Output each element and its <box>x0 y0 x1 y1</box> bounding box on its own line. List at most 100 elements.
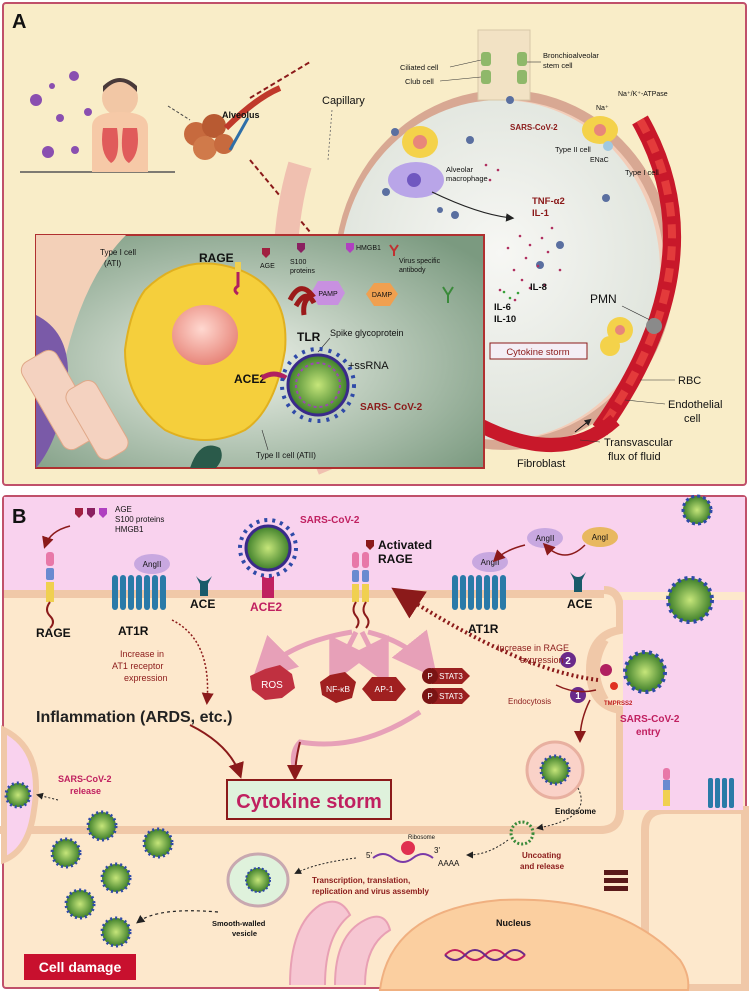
virus-ace2-top <box>238 518 298 598</box>
rage-receptor-left <box>46 552 54 629</box>
lung-right <box>121 128 138 163</box>
ap1-label: AP-1 <box>375 684 394 694</box>
extracellular-space <box>4 497 745 592</box>
smooth-label-1: Smooth-walled <box>212 919 266 928</box>
cytokine-dots <box>484 163 562 302</box>
sars-cov-2-label: SARS-CoV-2 <box>510 123 558 132</box>
hmgb1-marker <box>346 243 354 253</box>
rage-left-label: RAGE <box>36 626 71 640</box>
ribosome-label: Ribosome <box>408 835 436 841</box>
inset-sars-label: SARS- CoV-2 <box>360 402 423 413</box>
rna-strand <box>372 853 434 863</box>
ros-label: ROS <box>261 680 283 691</box>
inflammation-label: Inflammation (ARDS, etc.) <box>36 709 232 726</box>
type-ii-cell-label: Type II cell <box>555 145 591 154</box>
club-cell-label: Club cell <box>405 77 434 86</box>
il8-label: IL-8 <box>530 282 547 293</box>
person-illustration <box>20 78 175 173</box>
bronchioalveolar-label-2: stem cell <box>543 61 573 70</box>
uncoating-label-2: and release <box>520 862 565 871</box>
stat3-label-1: STAT3 <box>439 672 463 681</box>
panel-a-label: A <box>12 11 26 33</box>
panel-b-label: B <box>12 506 26 528</box>
il10-label: IL-10 <box>494 314 516 325</box>
inset-s100-label-1: S100 <box>290 259 306 266</box>
pamp-hexagon <box>311 281 345 305</box>
capillary-right <box>592 115 681 436</box>
rbc-label: RBC <box>678 375 701 387</box>
inset-virus <box>280 347 356 423</box>
step-2-label: 2 <box>565 656 571 667</box>
inset-panel: Type I cell (ATI) RAGE AGE S100 proteins… <box>20 234 485 469</box>
alveolar-macrophage-label-1: Alveolar <box>446 165 474 174</box>
activated-label-1: Activated <box>378 538 432 552</box>
ribosome <box>401 841 415 855</box>
aaaa-label: AAAA <box>438 859 460 868</box>
ace2-label: ACE2 <box>250 600 282 614</box>
legend-hmgb1-marker <box>99 508 107 518</box>
inset-age-label: AGE <box>260 263 275 270</box>
neighbor-receptors <box>663 768 734 808</box>
capillary-bottom <box>466 413 620 452</box>
uncoating-label-1: Uncoating <box>522 851 561 860</box>
endosome-label: Endosome <box>555 807 596 816</box>
at1r-right-label: AT1R <box>468 622 499 636</box>
na-label: Na⁺ <box>596 105 609 112</box>
transvascular-label-2: flux of fluid <box>608 451 661 463</box>
ros-shape <box>250 665 295 700</box>
p-label-2: P <box>427 692 432 701</box>
inset-pamp-label: PAMP <box>318 291 338 298</box>
pmn-label: PMN <box>590 292 617 306</box>
ace-right-receptor <box>570 572 586 592</box>
bronchioalveolar-label-1: Bronchioalveolar <box>543 51 599 60</box>
ace-left-label: ACE <box>190 597 215 611</box>
endothelial-label-2: cell <box>684 413 701 425</box>
cytokine-storm-box-b <box>226 779 392 820</box>
three-prime-label: 3' <box>434 846 440 855</box>
inset-damp-label: DAMP <box>372 292 393 299</box>
cytokine-storm-label-b: Cytokine storm <box>236 791 382 813</box>
angii-free-label: AngII <box>536 534 555 543</box>
inset-rage-label: RAGE <box>199 251 234 265</box>
legend-age-marker <box>75 508 83 518</box>
endoplasmic-reticulum <box>289 900 392 986</box>
angi-free <box>582 527 618 547</box>
inset-ace2-receptor <box>260 371 288 381</box>
nucleus <box>378 898 690 991</box>
legend-s100-marker <box>87 508 95 518</box>
ciliated-cell-label: Ciliated cell <box>400 63 439 72</box>
nucleus-label: Nucleus <box>496 918 531 928</box>
at1r-receptor-left <box>112 554 170 610</box>
tnf-label: TNF-α2 <box>532 196 565 207</box>
inset-type-i-label-1: Type I cell <box>100 248 136 257</box>
panel-a: A Alveolus Capilla <box>2 2 747 486</box>
legend-hmgb1-label: HMGB1 <box>115 525 144 534</box>
sars-top-label: SARS-CoV-2 <box>300 515 360 526</box>
inset-ssrna-label: +ssRNA <box>348 360 389 372</box>
inset-virus-ab-label-1: Virus specific <box>399 258 441 265</box>
inset-type-ii-label: Type II cell (ATII) <box>256 451 316 460</box>
tight-junction <box>604 870 628 891</box>
panel-b: B AGE S100 proteins HMGB1 RAGE AngII <box>0 494 749 992</box>
alveolus-cluster <box>184 85 282 160</box>
sars-entry-label-2: entry <box>636 727 661 738</box>
inset-spike-label: Spike glycoprotein <box>330 328 404 338</box>
sars-release-label-1: SARS-CoV-2 <box>58 774 112 784</box>
fibroblast-label: Fibroblast <box>517 458 565 470</box>
inset-virus-ab-label-2: antibody <box>399 267 426 274</box>
smooth-label-2: vesicle <box>232 929 257 938</box>
endocytosis-label: Endocytosis <box>508 697 551 706</box>
inset-tlr-label: TLR <box>297 330 321 344</box>
legend-age-label: AGE <box>115 505 132 514</box>
antibody-icon <box>442 286 454 303</box>
inset-rage-receptor <box>233 262 240 296</box>
alveolus-label: Alveolus <box>222 110 260 120</box>
lung-left <box>102 128 119 163</box>
step-1-label: 1 <box>575 691 581 702</box>
cytokine-storm-label-a: Cytokine storm <box>506 347 569 358</box>
cell-membrane-right <box>0 586 624 834</box>
enac-label: ENaC <box>590 157 609 164</box>
stat3-dimer <box>422 668 470 704</box>
il6-label: IL-6 <box>494 302 511 313</box>
